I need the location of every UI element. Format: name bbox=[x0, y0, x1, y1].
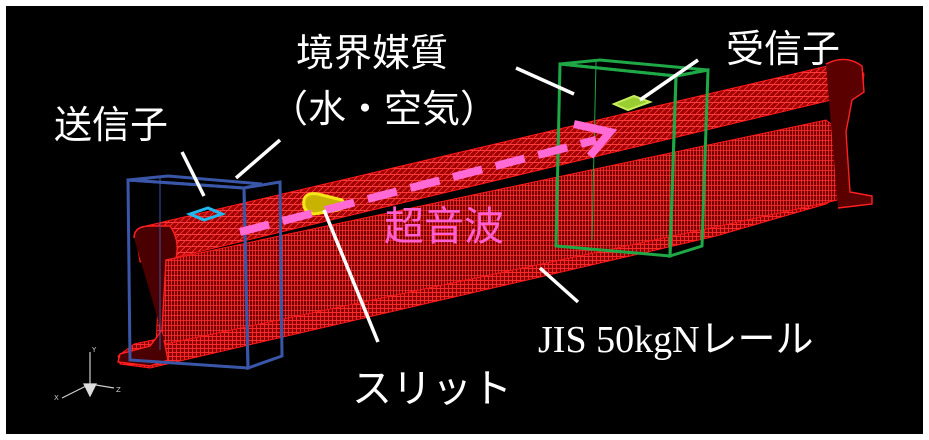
medium-sub-label: （水・空気） bbox=[270, 87, 498, 131]
rail-diagram: Y X Z 境界媒質 （水・空気） 送信子 受信子 超音波 スリット JIS 5… bbox=[54, 27, 873, 412]
rail-end-section bbox=[117, 225, 178, 367]
rail-label: JIS 50kgNレール bbox=[538, 319, 814, 361]
medium-label: 境界媒質 bbox=[296, 31, 448, 75]
transmitter-medium-box bbox=[126, 174, 284, 371]
leader-lines bbox=[180, 58, 699, 343]
receiver-medium-box bbox=[554, 58, 710, 259]
rail-end-cap bbox=[825, 58, 873, 209]
coordinate-axes-icon: Y X Z bbox=[54, 346, 121, 402]
wave-arrowhead bbox=[573, 120, 618, 159]
axis-z-label: Z bbox=[116, 386, 121, 394]
diagram-frame: Y X Z 境界媒質 （水・空気） 送信子 受信子 超音波 スリット JIS 5… bbox=[6, 6, 923, 434]
wave-label: 超音波 bbox=[384, 204, 504, 250]
axis-y-label: Y bbox=[91, 346, 97, 354]
slit-label: スリット bbox=[352, 366, 512, 412]
transmitter-label: 送信子 bbox=[54, 103, 168, 147]
receiver-label: 受信子 bbox=[726, 27, 840, 71]
transmitter-sensor bbox=[185, 206, 227, 222]
wave-arrow-line bbox=[238, 136, 598, 236]
axis-x-label: X bbox=[54, 394, 59, 402]
